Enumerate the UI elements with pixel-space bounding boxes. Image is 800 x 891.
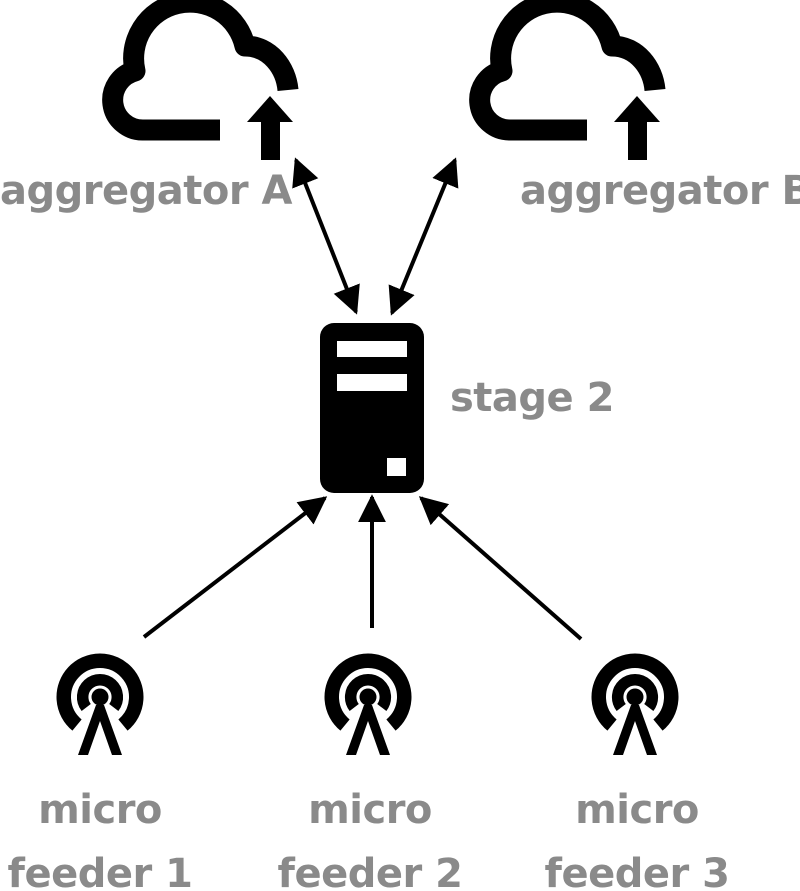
aggregator-b-label: aggregator B <box>520 168 800 214</box>
antenna-icon <box>324 653 412 755</box>
cloud-upload-icon <box>102 0 299 160</box>
server-icon <box>320 323 424 493</box>
feeder-1-line-2: feeder 1 <box>7 851 193 891</box>
edge-stage2-aggregatorB <box>388 157 459 316</box>
stage-2-label: stage 2 <box>450 375 614 421</box>
edge-feeder1-to-stage2 <box>142 496 328 639</box>
antenna-icon <box>591 653 679 755</box>
feeder-3-line-2: feeder 3 <box>544 851 730 891</box>
feeder-2-line-1: micro <box>308 787 432 833</box>
antenna-icon <box>56 653 144 755</box>
feeder-2-label: micro feeder 2 <box>270 778 470 891</box>
feeder-1-line-1: micro <box>38 787 162 833</box>
feeder-1-label: micro feeder 1 <box>0 778 200 891</box>
cloud-upload-icon <box>469 0 666 160</box>
feeder-3-label: micro feeder 3 <box>537 778 737 891</box>
feeder-2-line-2: feeder 2 <box>277 851 463 891</box>
aggregator-a-label: aggregator A <box>0 168 292 214</box>
edge-feeder3-to-stage2 <box>418 496 583 641</box>
edge-stage2-aggregatorA <box>292 157 360 315</box>
feeder-3-line-1: micro <box>575 787 699 833</box>
